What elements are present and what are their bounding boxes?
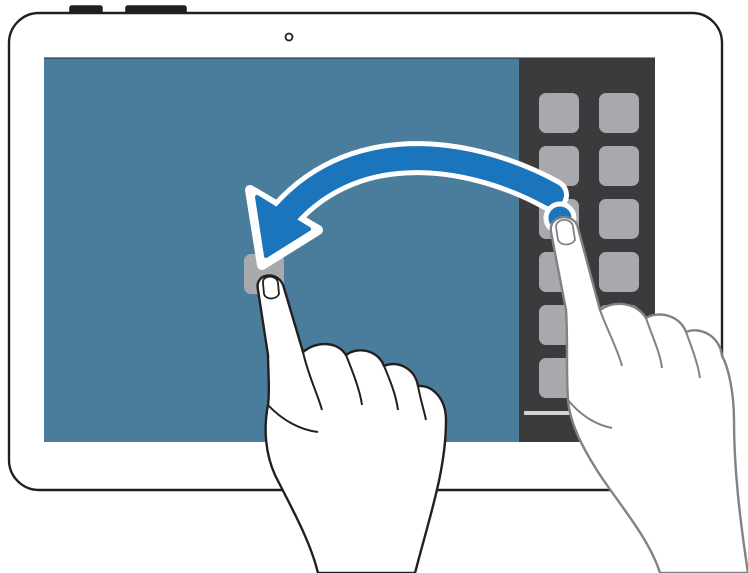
app-icon[interactable]	[599, 146, 639, 186]
app-icon[interactable]	[599, 199, 639, 239]
app-icon[interactable]	[599, 252, 639, 292]
app-icon[interactable]	[599, 93, 639, 133]
app-icon[interactable]	[539, 93, 579, 133]
